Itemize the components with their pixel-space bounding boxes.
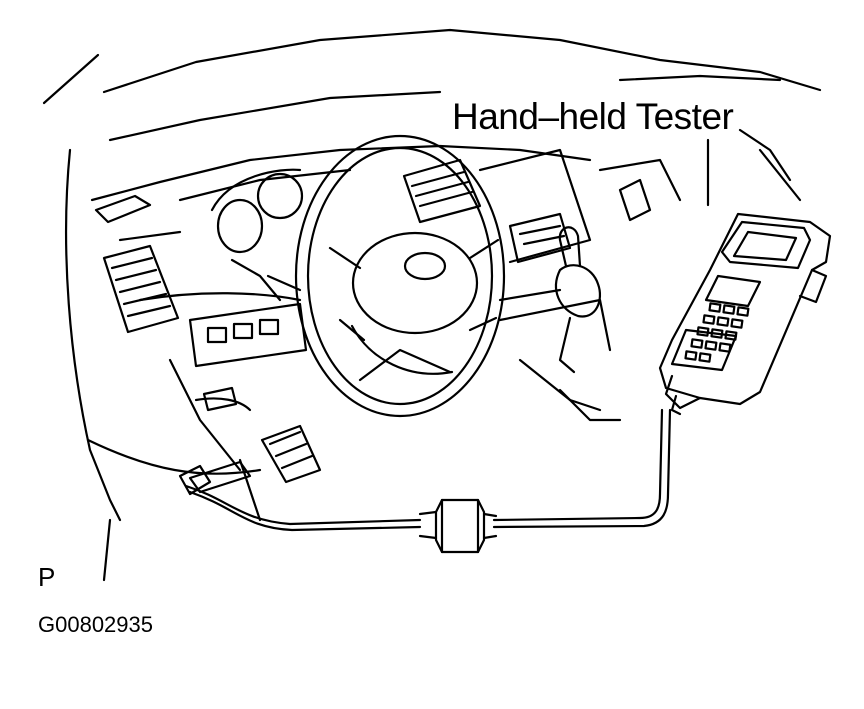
shift-lever xyxy=(556,227,600,372)
door-panel xyxy=(66,150,260,580)
instrument-cluster xyxy=(212,170,302,300)
windshield-lines xyxy=(44,30,820,200)
tester-cable xyxy=(180,410,670,530)
center-console xyxy=(404,150,680,420)
view-letter: P xyxy=(38,562,56,592)
left-air-vent xyxy=(104,246,178,332)
hand-held-tester-device xyxy=(660,214,830,414)
steering-wheel xyxy=(296,136,504,416)
lower-dash xyxy=(170,360,250,470)
pedal-area xyxy=(190,426,320,520)
cable-connector xyxy=(420,500,496,552)
figure-code: G00802935 xyxy=(38,612,153,637)
switch-panel xyxy=(190,304,306,366)
tester-label: Hand–held Tester xyxy=(452,96,734,137)
tester-keypad xyxy=(685,303,748,361)
upper-dashboard xyxy=(92,146,590,300)
